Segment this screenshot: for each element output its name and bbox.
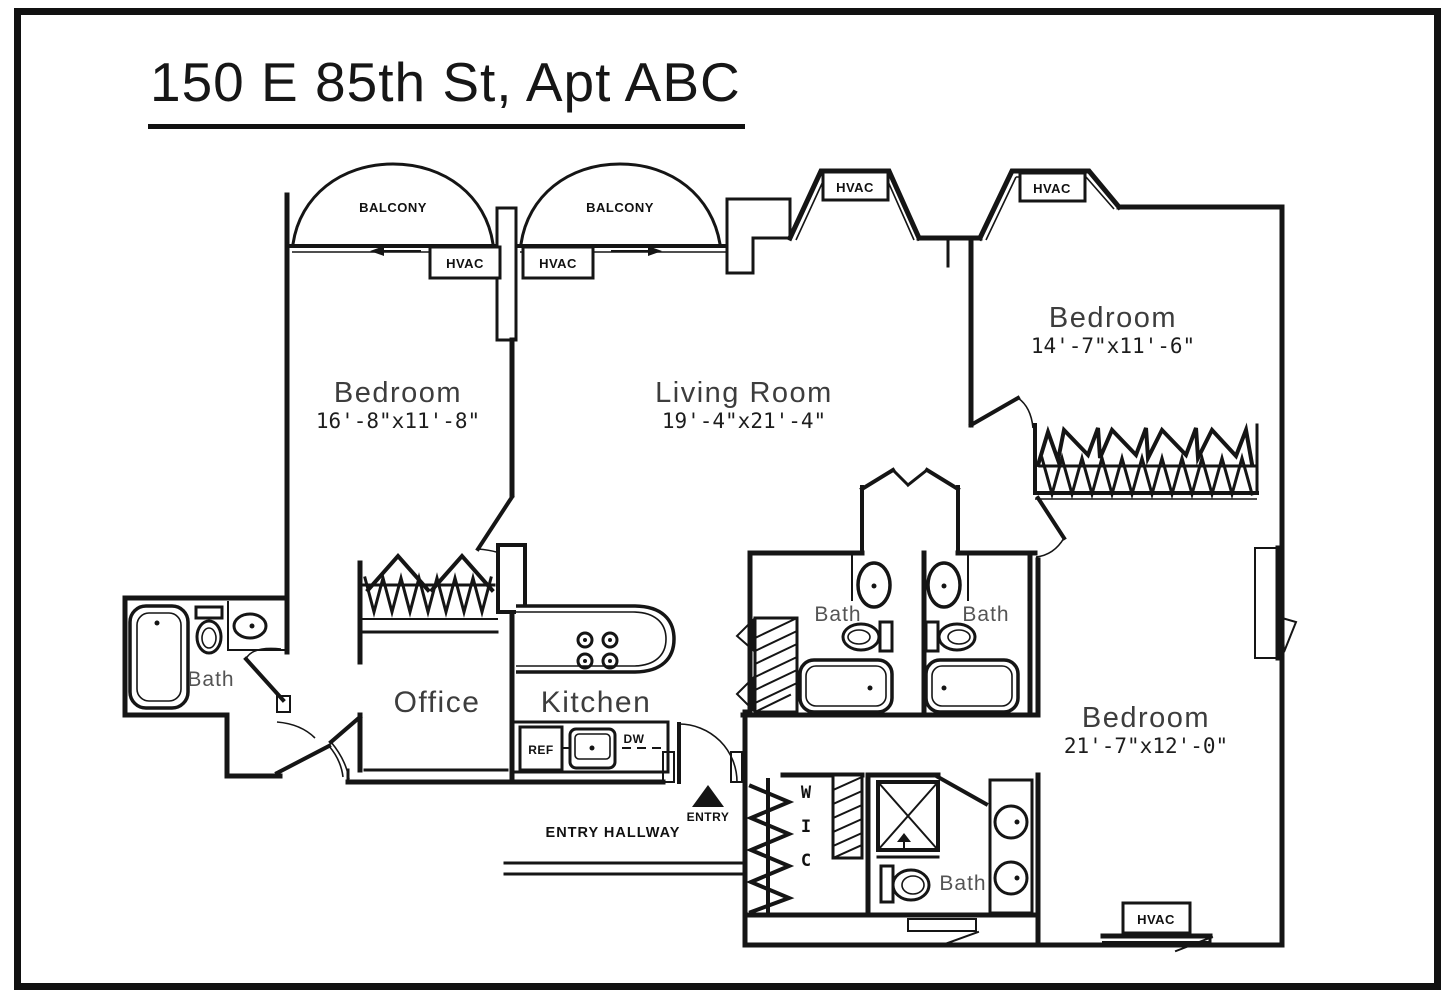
kitchen-sink: [568, 727, 617, 770]
bathtub: [128, 604, 190, 710]
hvac-label-4: HVAC: [1033, 181, 1071, 196]
balcony-right: BALCONY: [519, 162, 722, 246]
left-bath-fixtures: [128, 601, 286, 710]
hvac-label-5: HVAC: [1137, 912, 1175, 927]
master-bath-fixtures: [876, 778, 1034, 915]
office-label: Office: [394, 686, 481, 719]
hatched-wall-wic: [831, 773, 864, 860]
toilet: [879, 864, 931, 904]
right-closet: [1035, 422, 1257, 500]
bedroom-master-label: Bedroom: [1082, 702, 1210, 734]
room-labels: Bedroom 16'-8"x11'-8" Living Room 19'-4"…: [187, 302, 1228, 895]
bedroom-right-label: Bedroom: [1049, 302, 1177, 334]
toilet: [841, 620, 894, 653]
hvac-label-2: HVAC: [539, 256, 577, 271]
interior-walls: [122, 235, 1259, 948]
bedroom-left-label: Bedroom: [334, 377, 462, 409]
kitchen-label: Kitchen: [541, 686, 652, 719]
ref-label: REF: [528, 743, 554, 757]
entry-hallway-label: ENTRY HALLWAY: [546, 825, 681, 841]
kitchen-counter-stove: [516, 604, 676, 674]
shower: [876, 780, 940, 859]
entry-marker: ENTRY: [687, 785, 730, 824]
bedroom-left-dims: 16'-8"x11'-8": [316, 409, 480, 433]
bath-mid-left-label: Bath: [814, 603, 861, 626]
hatched-wall-mid-bath: [735, 616, 799, 714]
wic-letter-c: C: [801, 851, 811, 871]
exterior-walls: [284, 168, 1298, 953]
balcony-left: BALCONY: [291, 162, 495, 246]
wic-letter-w: W: [801, 783, 812, 803]
dw-label: DW: [624, 732, 645, 746]
entry-label: ENTRY: [687, 810, 730, 824]
bath-left-label: Bath: [187, 668, 234, 691]
bedroom-master-dims: 21'-7"x12'-0": [1064, 734, 1228, 758]
bathtub: [798, 658, 894, 714]
outer-border-frame: [14, 8, 1441, 990]
hvac-label-3: HVAC: [836, 180, 874, 195]
bathtub: [924, 658, 1020, 714]
hvac-label-1: HVAC: [446, 256, 484, 271]
hvac-units: HVAC HVAC HVAC HVAC HVAC: [428, 170, 1192, 935]
living-room-label: Living Room: [655, 377, 833, 409]
living-room-dims: 19'-4"x21'-4": [662, 409, 826, 433]
mid-bath-left-fixtures: [798, 555, 894, 714]
bedroom-right-dims: 14'-7"x11'-6": [1031, 334, 1195, 358]
sink: [227, 601, 286, 651]
bath-master-label: Bath: [939, 872, 986, 895]
balcony-right-label: BALCONY: [586, 200, 654, 215]
toilet: [194, 605, 224, 655]
office-closet: [358, 552, 499, 634]
page-title: 150 E 85th St, Apt ABC: [148, 50, 745, 129]
kitchen-lower-counter: REF DW: [514, 720, 670, 774]
mid-bath-right-fixtures: [924, 555, 1020, 714]
balcony-direction-arrows: [370, 246, 662, 256]
toilet: [924, 620, 977, 653]
walk-in-closet: W I C: [745, 778, 812, 915]
balcony-left-label: BALCONY: [359, 200, 427, 215]
wic-letter-i: I: [801, 817, 811, 837]
bath-mid-right-label: Bath: [962, 603, 1009, 626]
double-vanity: [988, 778, 1034, 915]
